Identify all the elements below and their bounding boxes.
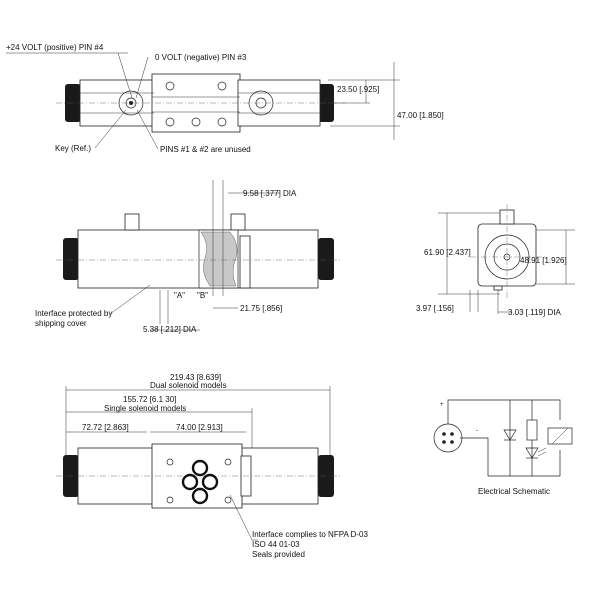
side-dia-top: 9.58 [.377] DIA	[243, 189, 297, 198]
end-dim-coil: 48.91 [1.926]	[520, 256, 567, 265]
side-dim-depth: 21.75 [.856]	[240, 304, 282, 313]
dim-dual: 219.43 [8.639]	[170, 373, 221, 382]
interface-note-1: Interface protected by	[35, 309, 112, 318]
led-symbol	[525, 447, 539, 459]
side-body	[77, 229, 319, 289]
end-dim-offset: 3.97 [.156]	[416, 304, 454, 313]
port-circle-2	[201, 473, 219, 491]
side-view: 9.58 [.377] DIA "A" "B" Interface protec…	[35, 180, 342, 334]
dim-single: 155.72 [6.1 30]	[123, 395, 176, 404]
end-body	[477, 223, 537, 287]
iface-line-2: ISO 44 01-03	[252, 540, 300, 549]
end-dim-dia: 3.03 [.119] DIA	[508, 308, 561, 317]
side-dim-dia-bottom: 5.38 [.212] DIA	[143, 325, 197, 334]
bottom-view: 219.43 [8.639] Dual solenoid models 155.…	[56, 373, 368, 559]
key-label: Key (Ref.)	[55, 144, 91, 153]
port-circle-3	[191, 459, 209, 477]
iface-line-1: Interface complies to NFPA D-03	[252, 530, 368, 539]
end-view: 61.90 [2.437] 48.91 [1.926] 3.97 [.156] …	[416, 204, 575, 317]
schematic-connector	[433, 423, 463, 453]
schematic-minus: -	[476, 428, 478, 434]
single-label: Single solenoid models	[104, 404, 186, 413]
schematic-plus: +	[440, 402, 444, 408]
interface-note-2: shipping cover	[35, 319, 87, 328]
port-circle-1	[181, 473, 199, 491]
pin3-label: 0 VOLT (negative) PIN #3	[155, 53, 247, 62]
port-circle-4	[191, 487, 209, 505]
top-view: +24 VOLT (positive) PIN #4 0 VOLT (negat…	[6, 43, 444, 154]
pin4-label: +24 VOLT (positive) PIN #4	[6, 43, 104, 52]
schematic-title: Electrical Schematic	[478, 487, 550, 496]
diode-symbol	[503, 429, 517, 441]
resistor-symbol	[526, 419, 538, 441]
dim-left: 72.72 [2.863]	[82, 423, 129, 432]
top-dim-width: 47.00 [1.850]	[397, 111, 444, 120]
electrical-schematic: + - Electrical Schematic	[433, 399, 573, 496]
port-a-label: "A"	[174, 291, 185, 300]
port-b-label: "B"	[197, 291, 208, 300]
pins-unused-label: PINS #1 & #2 are unused	[160, 145, 251, 154]
dual-label: Dual solenoid models	[150, 381, 227, 390]
dim-mid: 74.00 [2.913]	[176, 423, 223, 432]
iface-line-3: Seals provided	[252, 550, 305, 559]
top-dim-height: 23.50 [.925]	[337, 85, 379, 94]
end-dim-height: 61.90 [2.437]	[424, 248, 471, 257]
